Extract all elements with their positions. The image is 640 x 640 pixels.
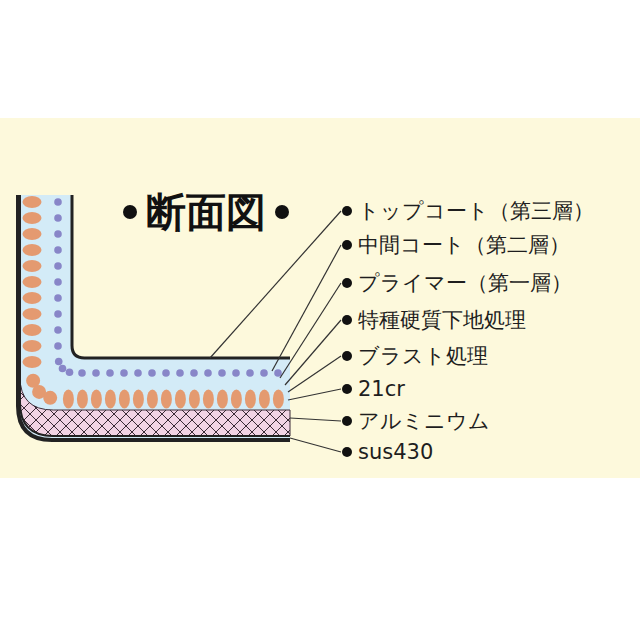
coat-particle — [54, 198, 62, 206]
layer-label: 中間コート（第二層） — [358, 233, 570, 257]
leader-line — [272, 245, 341, 371]
coat-particle — [54, 310, 62, 318]
title-bullet — [123, 205, 137, 219]
coat-particle — [54, 214, 62, 222]
coat-particle — [148, 369, 156, 377]
cr-grain — [273, 390, 284, 409]
cr-grain — [23, 356, 42, 368]
coat-particle — [55, 358, 63, 366]
cr-grain — [23, 228, 42, 240]
cr-grain — [231, 390, 242, 409]
layer-label: アルミニウム — [358, 409, 490, 433]
coat-particle — [260, 369, 268, 377]
cr-grain — [189, 390, 200, 409]
coat-particle — [54, 326, 62, 334]
cr-grain — [161, 390, 172, 409]
cr-grain — [217, 390, 228, 409]
coat-particle — [54, 262, 62, 270]
coat-particle — [54, 246, 62, 254]
label-bullet — [342, 240, 352, 250]
coat-particle — [218, 369, 226, 377]
coat-particle — [54, 294, 62, 302]
cr-grain — [175, 390, 186, 409]
cr-grain — [23, 260, 42, 272]
leader-line — [288, 389, 341, 400]
layer-label: sus430 — [358, 440, 433, 464]
cr-grain — [23, 196, 42, 208]
cr-grain — [23, 340, 42, 352]
cr-grain — [133, 390, 144, 409]
cr-grain — [23, 308, 42, 320]
coat-particle — [78, 369, 86, 377]
layer-label: ブラスト処理 — [358, 344, 488, 368]
cream-band — [0, 118, 640, 478]
cr-grain — [43, 391, 57, 405]
title-bullet — [275, 205, 289, 219]
label-bullet — [342, 384, 352, 394]
coat-particle — [106, 369, 114, 377]
cr-grain — [91, 390, 102, 409]
coat-particle — [204, 369, 212, 377]
coat-particle — [274, 369, 282, 377]
layer-label: プライマー（第一層） — [358, 271, 572, 295]
cr-grain — [23, 244, 42, 256]
coat-particle — [190, 369, 198, 377]
cr-grain — [23, 212, 42, 224]
label-bullet — [342, 315, 352, 325]
cr-grain — [23, 292, 42, 304]
cr-grain — [23, 324, 42, 336]
diagram-title: 断面図 — [146, 189, 266, 235]
cr-grain — [259, 390, 270, 409]
layer-label: 特種硬質下地処理 — [358, 308, 526, 332]
label-bullet — [342, 278, 352, 288]
coat-particle — [54, 278, 62, 286]
leader-line — [290, 418, 341, 421]
cr-grain — [245, 390, 256, 409]
coat-particle — [232, 369, 240, 377]
cr-grain — [23, 276, 42, 288]
coat-particle — [120, 369, 128, 377]
coat-particle — [134, 369, 142, 377]
cr-grain — [119, 390, 130, 409]
label-bullet — [342, 351, 352, 361]
coat-particle — [54, 342, 62, 350]
layer-label: トップコート（第三層） — [358, 199, 594, 223]
cr-grain — [105, 390, 116, 409]
label-bullet — [342, 206, 352, 216]
leader-lines — [123, 205, 352, 457]
cr-grain — [77, 390, 88, 409]
coat-particle — [66, 368, 74, 376]
leader-line — [288, 356, 341, 392]
cr-grain — [63, 390, 74, 409]
leader-line — [290, 438, 341, 452]
cr-grain — [147, 390, 158, 409]
label-bullet — [342, 416, 352, 426]
coat-particle — [54, 230, 62, 238]
label-bullet — [342, 447, 352, 457]
layer-label: 21cr — [358, 377, 405, 401]
cr-grain — [203, 390, 214, 409]
coat-particle — [162, 369, 170, 377]
coat-particle — [92, 369, 100, 377]
coat-particle — [176, 369, 184, 377]
coat-particle — [59, 365, 67, 373]
coat-particle — [246, 369, 254, 377]
